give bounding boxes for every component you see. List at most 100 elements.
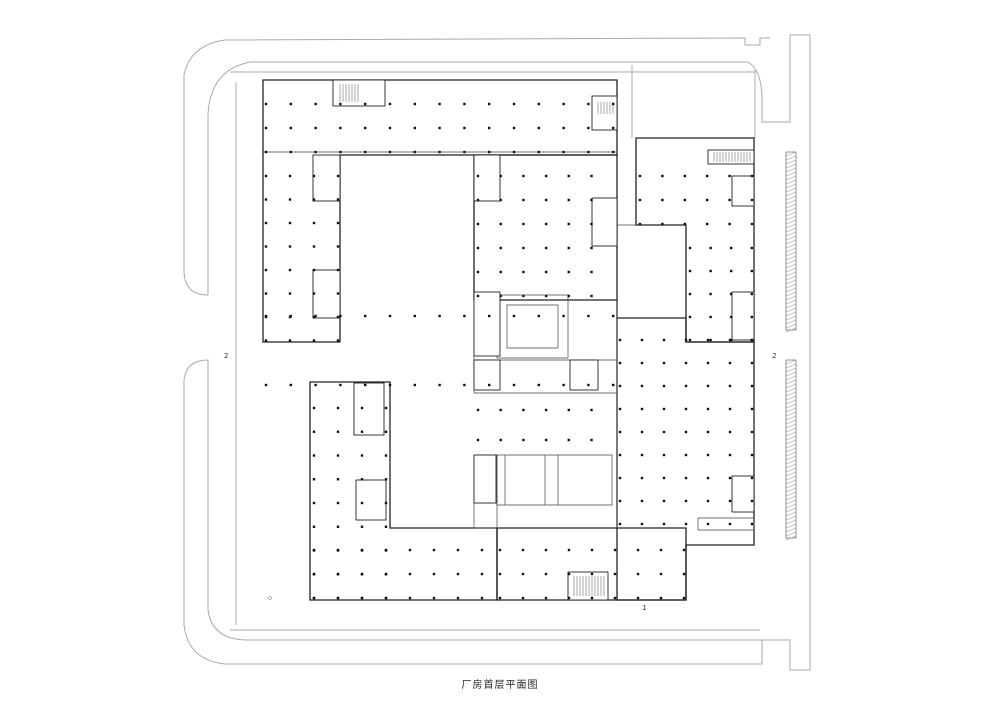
- column: [264, 339, 268, 342]
- column: [336, 245, 340, 248]
- column: [590, 246, 593, 250]
- column: [488, 126, 491, 130]
- column: [750, 384, 754, 388]
- column: [567, 246, 570, 250]
- column: [336, 221, 340, 225]
- column: [750, 453, 754, 457]
- column: [499, 438, 502, 442]
- column: [612, 383, 615, 387]
- column: [384, 478, 388, 481]
- column: [498, 548, 502, 552]
- column: [339, 102, 342, 106]
- column: [339, 126, 342, 130]
- column: [432, 548, 436, 552]
- column: [480, 548, 484, 552]
- column: [438, 383, 441, 387]
- column: [339, 150, 342, 154]
- column: [567, 408, 570, 412]
- column: [728, 222, 731, 226]
- column: [706, 198, 709, 202]
- column: [360, 478, 364, 481]
- column: [264, 245, 268, 248]
- column: [522, 174, 525, 178]
- column: [706, 407, 710, 411]
- column: [438, 102, 441, 106]
- column: [612, 314, 615, 318]
- column: [476, 198, 480, 202]
- column: [264, 126, 268, 130]
- column: [750, 315, 753, 319]
- column: [562, 150, 565, 154]
- column: [728, 174, 731, 178]
- column: [512, 314, 516, 318]
- column: [388, 383, 392, 387]
- column: [288, 339, 292, 342]
- column: [288, 221, 292, 225]
- column: [264, 102, 268, 106]
- column: [640, 476, 644, 480]
- column: [336, 525, 340, 528]
- column: [360, 406, 364, 410]
- column: [683, 222, 686, 226]
- column: [562, 314, 565, 318]
- column: [688, 269, 692, 273]
- column: [480, 596, 484, 600]
- column: [499, 174, 502, 178]
- column: [438, 314, 441, 318]
- column: [499, 294, 502, 298]
- column: [662, 361, 666, 365]
- column: [638, 222, 642, 226]
- column: [618, 522, 622, 526]
- column: [544, 408, 548, 412]
- column: [728, 338, 732, 342]
- column: [264, 150, 268, 154]
- column: [336, 339, 340, 342]
- column: [544, 548, 548, 552]
- column: [413, 383, 416, 387]
- column: [750, 522, 754, 526]
- column: [728, 499, 732, 503]
- column: [730, 246, 733, 250]
- column: [662, 476, 666, 480]
- column: [590, 408, 593, 412]
- column: [388, 150, 392, 154]
- column: [567, 438, 570, 442]
- column: [312, 174, 316, 178]
- column: [662, 384, 666, 388]
- column: [750, 338, 754, 342]
- column: [264, 268, 268, 272]
- column: [512, 102, 516, 106]
- column: [312, 292, 316, 295]
- column: [336, 406, 340, 410]
- column: [590, 438, 593, 442]
- column: [706, 222, 709, 226]
- column: [336, 268, 340, 272]
- column: [537, 126, 540, 130]
- column: [264, 292, 268, 295]
- column: [684, 430, 688, 434]
- column: [544, 246, 548, 250]
- column: [750, 222, 754, 226]
- column: [312, 339, 316, 342]
- column: [659, 596, 663, 600]
- column: [480, 572, 484, 576]
- column: [618, 476, 622, 480]
- column: [521, 548, 525, 552]
- column: [456, 548, 460, 552]
- column: [289, 150, 292, 154]
- column: [587, 126, 590, 130]
- column: [662, 338, 666, 342]
- column: [640, 338, 644, 342]
- column: [360, 501, 364, 505]
- column: [567, 270, 570, 274]
- column: [728, 198, 731, 202]
- column: [463, 150, 466, 154]
- column: [456, 596, 460, 600]
- column: [587, 383, 590, 387]
- column: [728, 384, 732, 388]
- column: [288, 174, 292, 178]
- column: [544, 294, 548, 298]
- column: [336, 501, 340, 505]
- column: [728, 430, 732, 434]
- column: [640, 407, 644, 411]
